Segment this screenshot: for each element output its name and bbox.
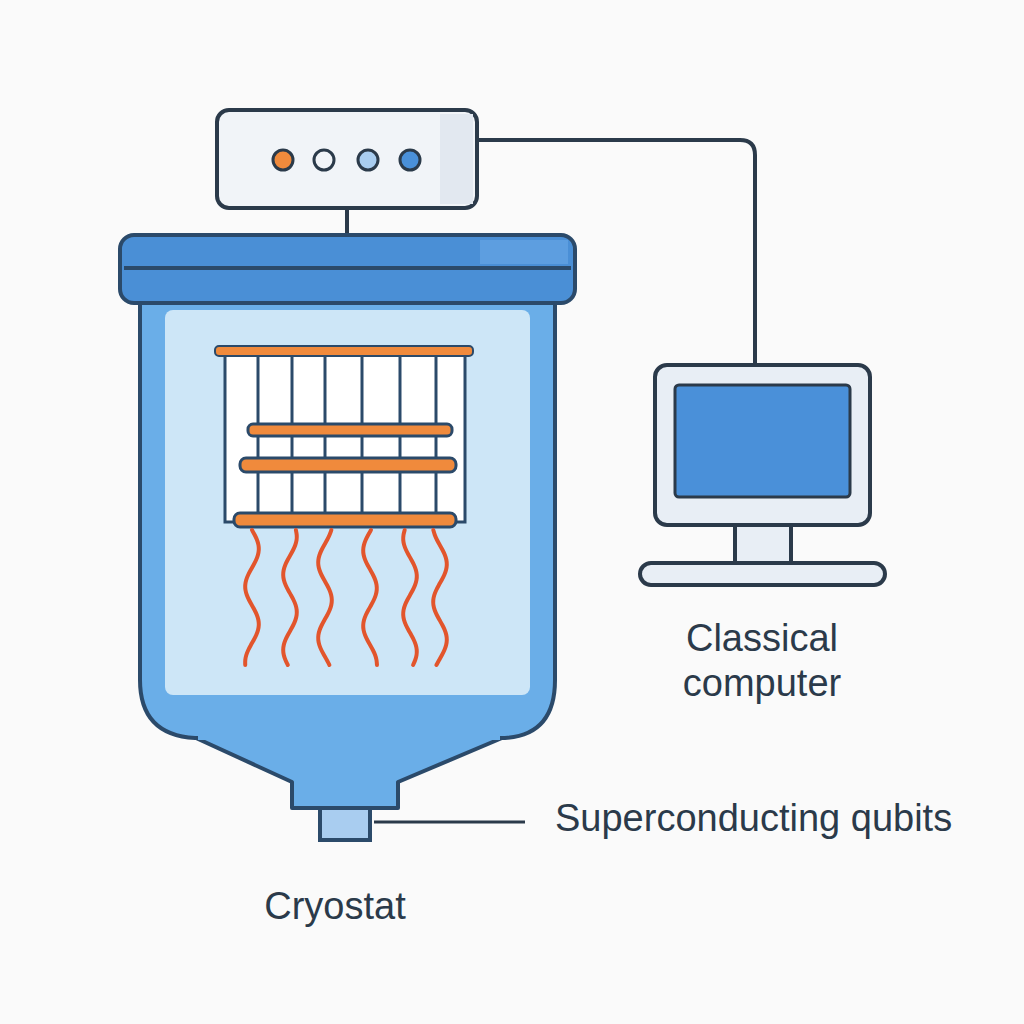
mixing-plate — [234, 513, 456, 527]
control-box-shade — [440, 114, 473, 204]
indicator-led — [358, 150, 378, 170]
leader-line — [374, 821, 525, 824]
qubit-chip-mount — [320, 808, 370, 840]
indicator-led — [400, 150, 420, 170]
lid-highlight — [480, 240, 568, 264]
cryostat-body — [140, 300, 555, 738]
lid-seam — [124, 266, 571, 270]
computer-node: Classical computer — [623, 355, 901, 707]
cryostat-window — [165, 310, 530, 695]
indicator-led — [314, 150, 334, 170]
part-label: Superconducting qubits — [555, 796, 955, 842]
monitor-base — [640, 563, 885, 585]
mixing-plate — [248, 424, 452, 436]
coax-wire — [433, 530, 447, 665]
mixing-plate — [215, 346, 473, 356]
coax-wire — [245, 530, 259, 665]
stage-frame — [225, 352, 465, 522]
coax-wire — [283, 530, 297, 665]
mixing-plate — [240, 458, 456, 472]
coax-wire — [318, 530, 332, 665]
cryostat-funnel — [196, 738, 502, 808]
indicator-led — [273, 150, 293, 170]
coax-wire — [363, 530, 377, 665]
cryostat-lid — [120, 235, 575, 303]
coax-wire — [403, 530, 417, 665]
control-box — [217, 110, 477, 208]
node-label: Cryostat — [264, 884, 405, 930]
cryostat-node: Cryostat — [95, 230, 575, 930]
node-label: Classical computer — [623, 616, 901, 707]
funnel-join — [198, 730, 500, 740]
monitor-screen — [675, 385, 850, 497]
monitor-frame — [655, 365, 870, 525]
